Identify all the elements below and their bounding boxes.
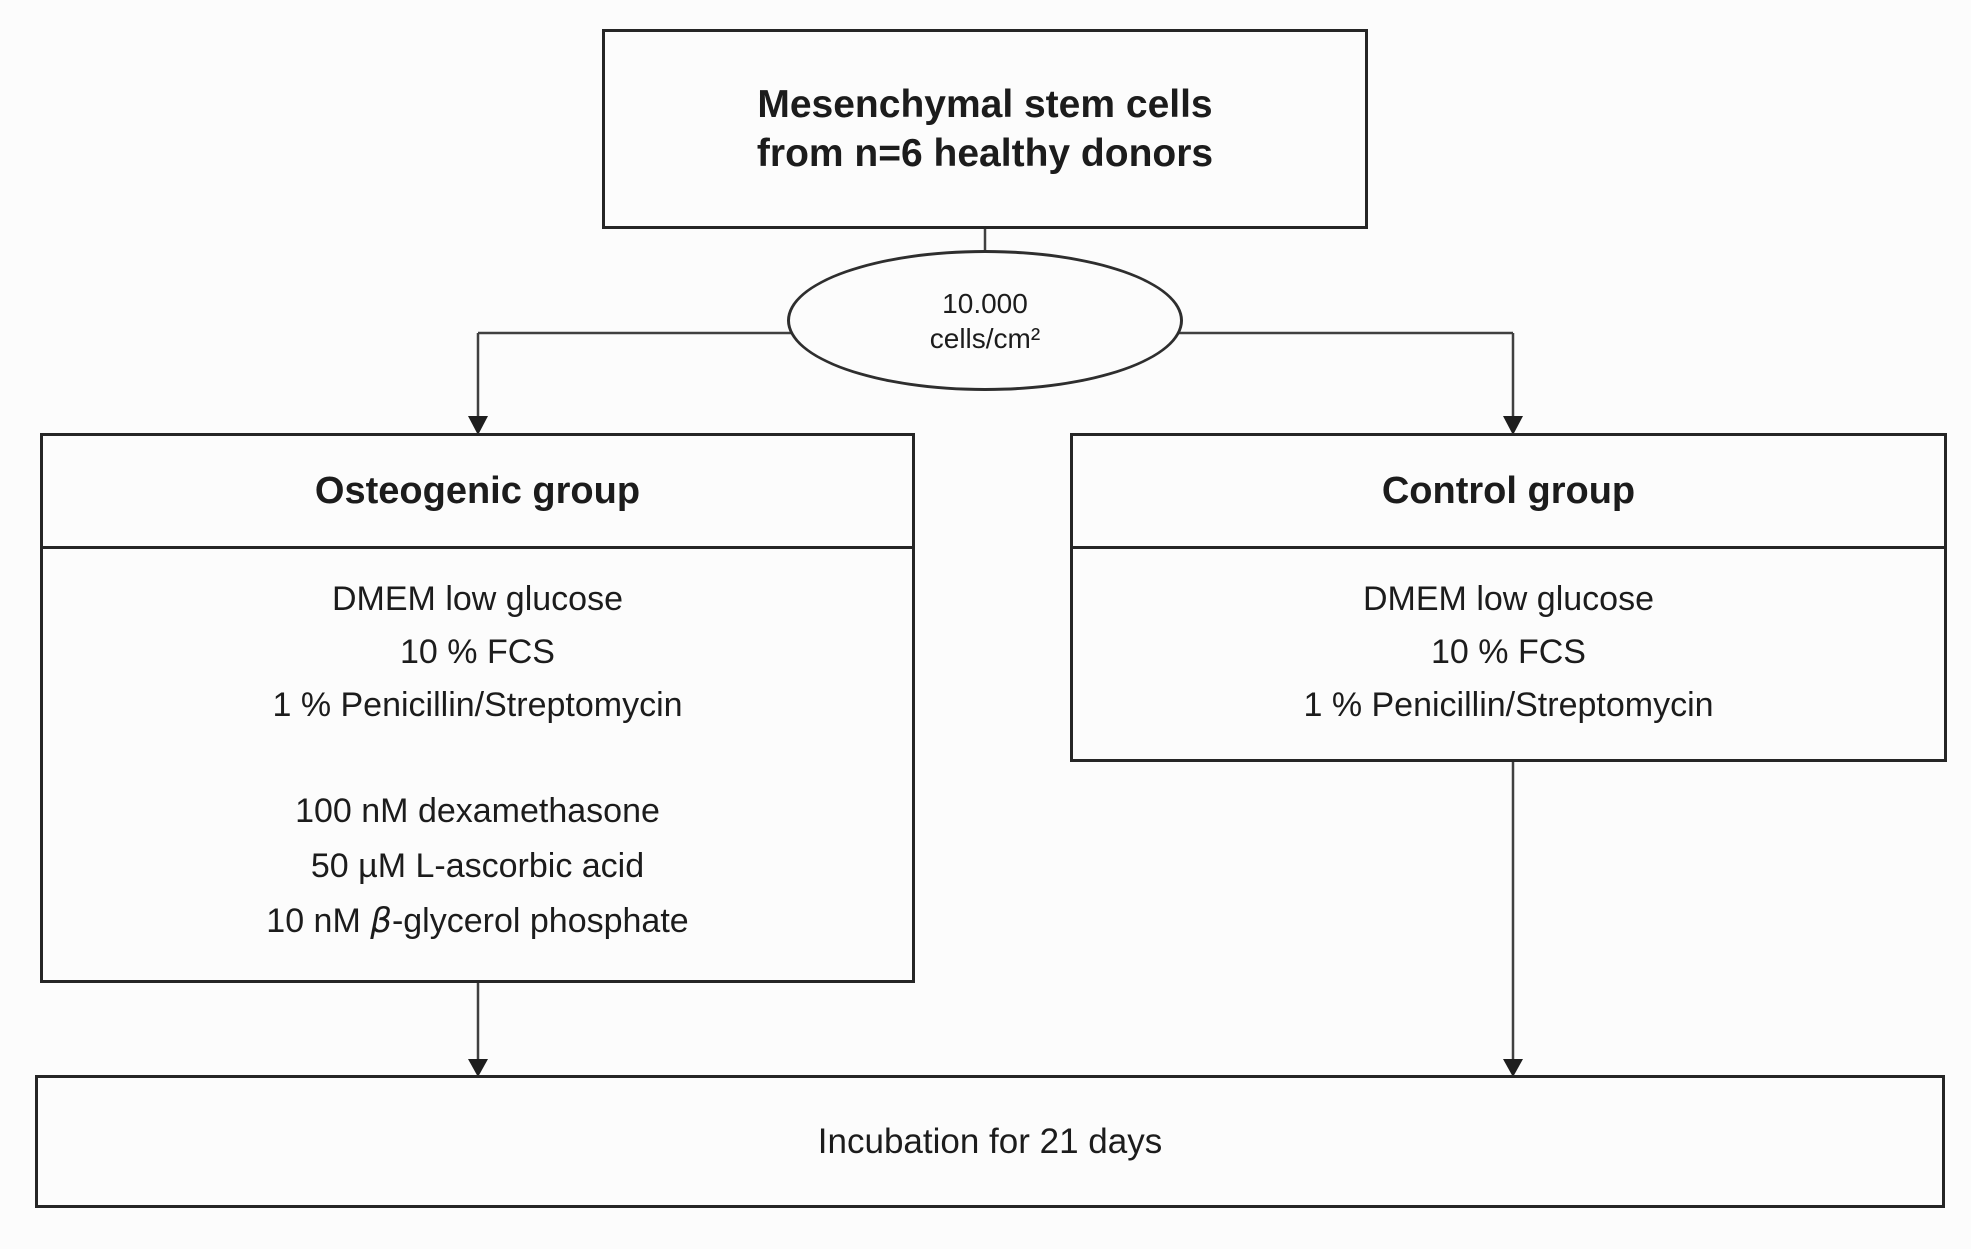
supplement-spacer (43, 732, 912, 784)
incubation-label: Incubation for 21 days (817, 1121, 1163, 1161)
osteogenic-group-box: Osteogenic group DMEM low glucose 10 % F… (40, 433, 915, 983)
osteogenic-supplement-beta-glycerol: 10 nM β-glycerol phosphate (43, 894, 912, 949)
source-box-line2: from n=6 healthy donors (756, 132, 1214, 175)
beta-supplement-suffix: -glycerol phosphate (391, 902, 689, 940)
control-medium-line: 10 % FCS (1431, 633, 1586, 671)
arrowhead-to-osteogenic (468, 416, 488, 435)
osteogenic-supplement-line: 50 µM L-ascorbic acid (310, 847, 645, 885)
arrowhead-osteogenic-to-incubation (468, 1059, 488, 1077)
osteogenic-group-title: Osteogenic group (43, 436, 912, 549)
osteogenic-group-content: DMEM low glucose 10 % FCS 1 % Penicillin… (43, 549, 912, 949)
seeding-density-ellipse: 10.000 cells/cm² (787, 250, 1183, 391)
beta-symbol: β (370, 901, 392, 941)
arrowhead-control-to-incubation (1503, 1059, 1523, 1077)
control-group-box: Control group DMEM low glucose 10 % FCS … (1070, 433, 1947, 762)
control-group-title: Control group (1073, 436, 1944, 549)
seeding-density-value: 10.000 (942, 287, 1028, 319)
source-box: Mesenchymal stem cells from n=6 healthy … (602, 29, 1368, 229)
beta-supplement-prefix: 10 nM (266, 902, 371, 940)
source-box-line1: Mesenchymal stem cells (757, 83, 1213, 126)
osteogenic-medium-line: 10 % FCS (400, 633, 555, 671)
incubation-box: Incubation for 21 days (35, 1075, 1945, 1208)
control-group-content: DMEM low glucose 10 % FCS 1 % Penicillin… (1073, 549, 1944, 732)
osteogenic-medium-line: 1 % Penicillin/Streptomycin (272, 686, 683, 724)
control-medium-line: DMEM low glucose (1363, 580, 1654, 618)
arrowhead-to-control (1503, 416, 1523, 435)
control-medium-line: 1 % Penicillin/Streptomycin (1303, 686, 1714, 724)
osteogenic-medium-line: DMEM low glucose (332, 580, 623, 618)
seeding-density-unit: cells/cm² (929, 322, 1041, 354)
osteogenic-supplement-line: 100 nM dexamethasone (295, 792, 660, 830)
